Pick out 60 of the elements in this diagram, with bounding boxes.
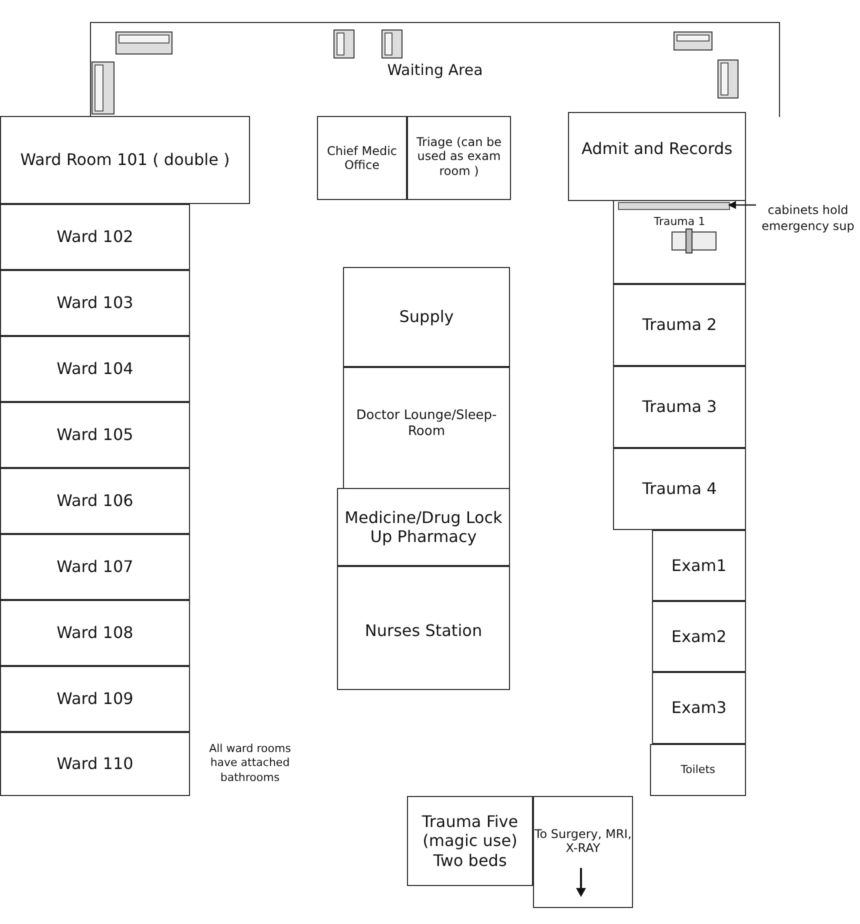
room [652,601,746,672]
room [533,796,633,908]
room-name: Ward 102 [56,227,134,247]
note-text: All ward rooms have attached bathrooms [208,742,292,785]
room [652,530,746,601]
room [407,796,533,886]
room-name: Exam3 [671,698,727,718]
room-name: Ward 104 [56,359,134,379]
room-name: Exam1 [671,556,727,576]
room [317,116,407,200]
room [613,448,746,530]
room-name: Ward 105 [56,425,134,445]
room [0,468,190,534]
room-name: Admit and Records [581,139,732,158]
room-name: Trauma 3 [642,397,717,417]
room-name: Doctor Lounge/Sleep-Room [355,408,498,440]
room [613,200,746,284]
room [0,732,190,796]
room [0,534,190,600]
room [343,267,510,367]
room [0,204,190,270]
room [613,366,746,448]
room [0,666,190,732]
waiting-area [90,22,780,117]
room [0,270,190,336]
room-name: Triage (can be used as exam room ) [415,135,503,178]
room [652,672,746,744]
room-name: Ward 108 [56,623,134,643]
room-name: Ward Room 101 ( double ) [20,150,230,170]
room-name: Trauma 4 [642,479,717,499]
room [0,336,190,402]
room [568,112,746,201]
room-name: Medicine/Drug Lock Up Pharmacy [344,508,504,546]
room-name: Waiting Area [387,61,483,79]
room-name: Exam2 [671,626,727,646]
room [0,116,250,204]
room-name: Toilets [680,763,716,777]
room-name: Chief Medic Office [326,144,398,172]
room-name: Ward 107 [56,557,134,577]
cabinet [618,202,730,210]
room [343,367,510,489]
room [337,488,510,566]
room [0,402,190,468]
room-name: Trauma Five (magic use) Two beds [420,812,520,870]
room [650,744,746,796]
room [0,600,190,666]
room-name: Ward 106 [56,491,134,511]
room-name: Trauma 1 [654,215,706,228]
leader-line [728,201,756,209]
room [407,116,511,200]
room-name: Trauma 2 [642,315,717,335]
room-name: Supply [399,307,454,327]
room-name: Nurses Station [364,621,482,640]
room [337,566,510,690]
room-name: To Surgery, MRI, X-RAY [534,827,632,856]
room [613,284,746,366]
room-name: Ward 110 [56,754,134,774]
room-name: Ward 103 [56,293,134,313]
callout-text: cabinets hold emergency sup [756,203,860,237]
room-name: Ward 109 [56,689,134,709]
